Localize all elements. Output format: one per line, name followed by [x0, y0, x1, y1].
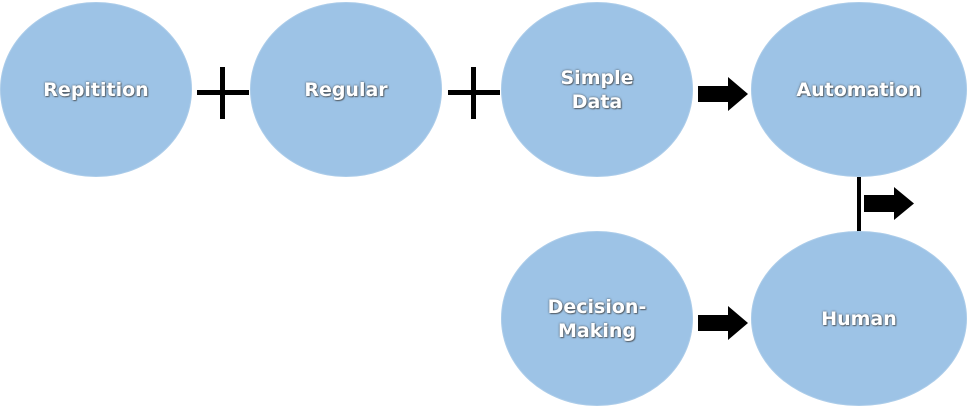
- arrow-right-icon-1: [698, 77, 748, 111]
- vertical-connector: [857, 177, 861, 232]
- node-regular-label: Regular: [304, 78, 388, 101]
- node-human-label: Human: [821, 307, 897, 330]
- node-simple-data-label: Simple Data: [560, 66, 634, 113]
- arrow-right-icon-3: [864, 187, 914, 220]
- node-automation-label: Automation: [796, 78, 922, 101]
- node-decision-making: Decision- Making: [501, 231, 693, 406]
- node-repetition: Repitition: [0, 2, 192, 177]
- plus-icon-1: [197, 67, 249, 119]
- node-human: Human: [751, 231, 967, 406]
- node-automation: Automation: [751, 2, 967, 177]
- node-regular: Regular: [250, 2, 442, 177]
- plus-icon-2: [448, 67, 500, 119]
- node-simple-data: Simple Data: [501, 2, 693, 177]
- arrow-right-icon-2: [698, 306, 748, 340]
- node-decision-making-label: Decision- Making: [547, 295, 647, 342]
- node-repetition-label: Repitition: [43, 78, 149, 101]
